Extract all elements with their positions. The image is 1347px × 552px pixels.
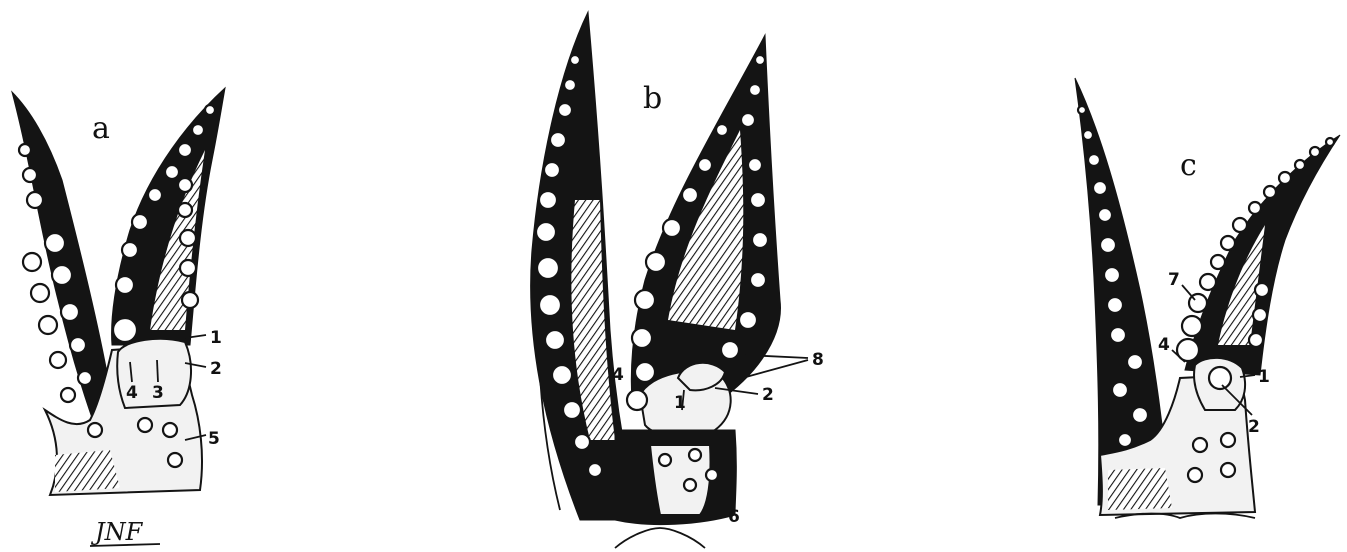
panel-b: b 1 2 4 6 8 — [531, 12, 824, 548]
panel-c-num-2: 2 — [1248, 417, 1260, 437]
panel-a-num-5: 5 — [208, 429, 220, 449]
panel-a-num-4: 4 — [126, 383, 138, 403]
panel-c-num-1: 1 — [1258, 367, 1270, 387]
panel-a-num-2: 2 — [210, 359, 222, 379]
panel-a-num-3: 3 — [152, 383, 164, 403]
panel-a: a 1 2 3 4 5 JNF — [12, 88, 225, 546]
panel-b-num-4: 4 — [612, 365, 624, 385]
panel-b-num-2: 2 — [762, 385, 774, 405]
panel-b-num-8: 8 — [812, 350, 824, 370]
panel-c-label: c — [1180, 148, 1197, 183]
panel-a-label: a — [92, 111, 110, 146]
panel-c-base-shade — [1108, 468, 1172, 510]
panel-c: c 1 2 4 7 — [1075, 78, 1340, 518]
panel-c-num-7: 7 — [1168, 270, 1180, 290]
artist-signature: JNF — [90, 518, 144, 546]
panel-b-num-6: 6 — [728, 507, 740, 527]
panel-a-base-shade — [55, 450, 120, 492]
panel-b-label: b — [643, 81, 662, 116]
panel-c-num-4: 4 — [1158, 335, 1170, 355]
panel-b-num-1: 1 — [674, 393, 686, 413]
panel-a-num-1: 1 — [210, 328, 222, 348]
